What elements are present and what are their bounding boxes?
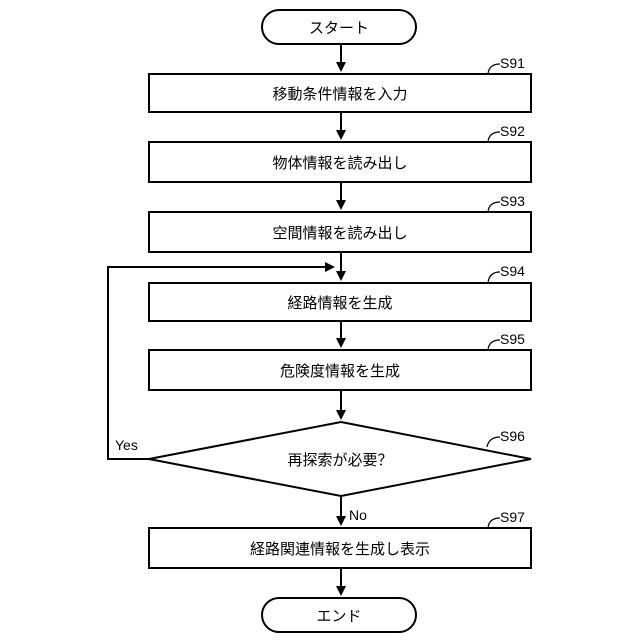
end-terminal: エンド <box>262 598 416 632</box>
step-leader-s97 <box>488 518 500 528</box>
step-id-s94: S94 <box>500 263 525 279</box>
process-s92-label: 物体情報を読み出し <box>272 154 407 172</box>
yes-label: Yes <box>115 437 138 453</box>
step-leader-s95 <box>488 340 500 350</box>
step-id-s95: S95 <box>500 331 525 347</box>
process-s94-label: 経路情報を生成 <box>287 294 392 312</box>
step-id-s91: S91 <box>500 55 525 71</box>
step-leader-s94 <box>488 272 500 283</box>
step-leader-s92 <box>488 132 500 142</box>
start-terminal: スタート <box>262 10 416 44</box>
step-leader-s91 <box>488 64 500 74</box>
end-label: エンド <box>316 607 361 625</box>
no-label: No <box>349 507 367 523</box>
step-id-s92: S92 <box>500 123 525 139</box>
start-label: スタート <box>309 19 369 37</box>
process-s97-label: 経路関連情報を生成し表示 <box>250 540 430 558</box>
step-id-s97: S97 <box>500 509 525 525</box>
process-s95-label: 危険度情報を生成 <box>280 362 400 380</box>
step-leader-s96 <box>487 437 500 447</box>
decision-s96: 再探索が必要？ S96 <box>149 422 531 496</box>
decision-s96-label: 再探索が必要？ <box>287 451 392 469</box>
step-leader-s93 <box>488 202 500 212</box>
step-id-s96: S96 <box>500 428 525 444</box>
step-id-s93: S93 <box>500 193 525 209</box>
process-s91-label: 移動条件情報を入力 <box>272 85 407 103</box>
process-s93-label: 空間情報を読み出し <box>272 224 407 242</box>
